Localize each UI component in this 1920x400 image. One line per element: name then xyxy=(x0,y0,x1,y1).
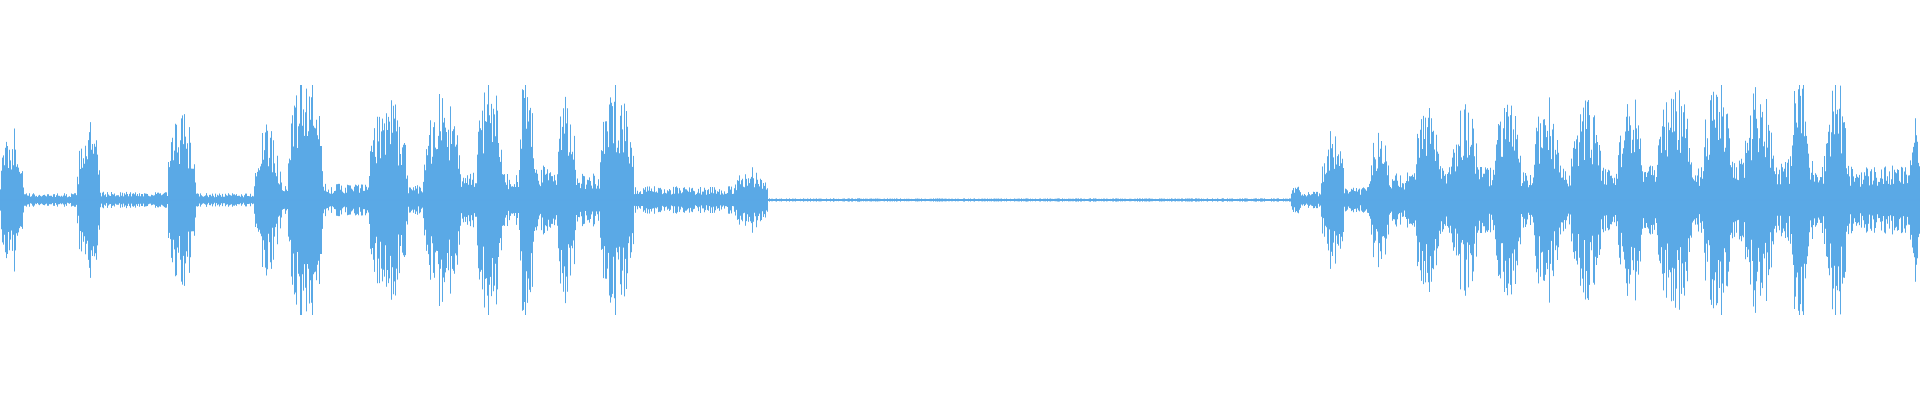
waveform-bars xyxy=(0,85,1920,315)
